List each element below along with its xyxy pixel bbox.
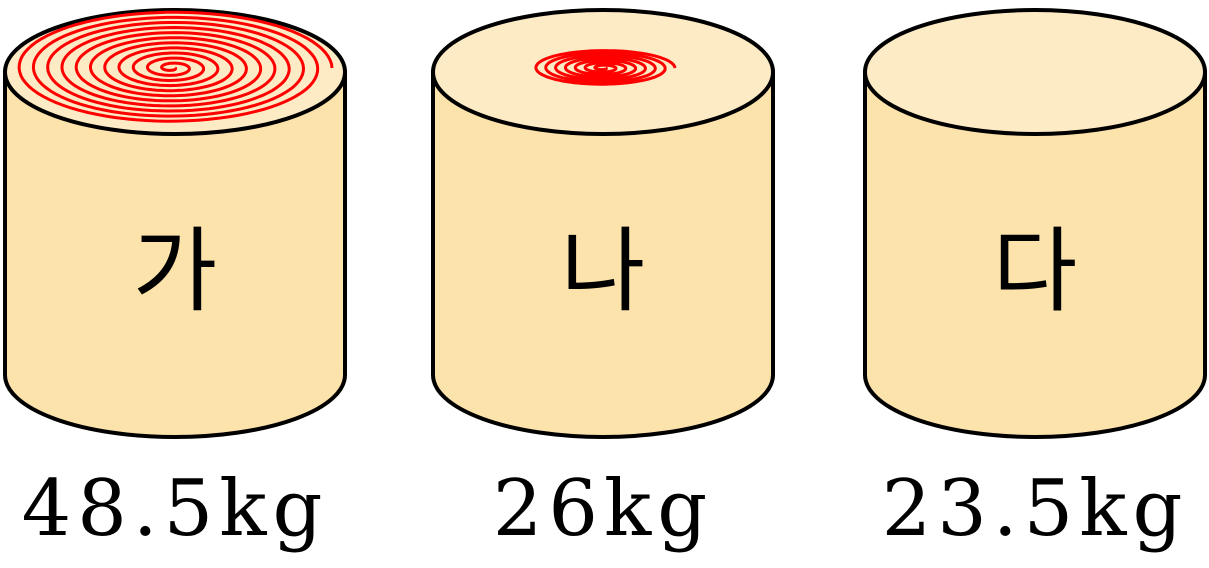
drum-da-top xyxy=(863,8,1207,136)
spiral-path xyxy=(534,49,677,86)
drum-ga-weight: 48.5kg xyxy=(22,464,329,554)
drum-na: 나 xyxy=(431,8,775,439)
red-spiral-small xyxy=(534,49,677,86)
drum-da-body xyxy=(863,70,1207,439)
drum-da-label: 다 xyxy=(993,218,1078,325)
drum-ga-body xyxy=(3,70,347,439)
drum-ga: 가 xyxy=(3,8,347,439)
drum-da-weight: 23.5kg xyxy=(882,464,1189,554)
spiral-path xyxy=(17,10,334,123)
drum-na-weight: 26kg xyxy=(493,464,713,554)
drum-na-body xyxy=(431,70,775,439)
drum-da: 다 xyxy=(863,8,1207,439)
drum-ga-label: 가 xyxy=(133,218,218,325)
drum-na-label: 나 xyxy=(561,218,646,325)
red-spiral-large xyxy=(17,10,334,123)
